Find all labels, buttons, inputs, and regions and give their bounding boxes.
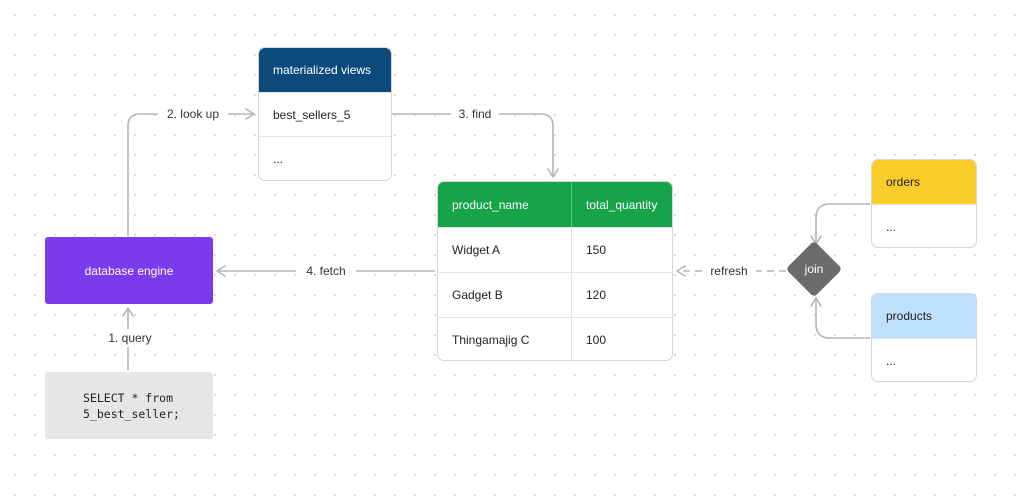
database-engine-node[interactable]: database engine xyxy=(45,237,213,304)
table-row: Thingamajig C 100 xyxy=(438,317,672,360)
orders-header: orders xyxy=(872,160,976,204)
edge-products-join xyxy=(810,297,870,339)
products-header: products xyxy=(872,294,976,338)
orders-title: orders xyxy=(886,175,921,189)
edge-label-query: 1. query xyxy=(108,331,151,345)
materialized-views-row: best_sellers_5 xyxy=(259,92,391,136)
table-cell-quantity: 100 xyxy=(586,333,607,347)
orders-card[interactable]: orders ... xyxy=(871,159,977,248)
products-title: products xyxy=(886,309,933,323)
edge-orders-join xyxy=(810,203,870,245)
edge-label-find: 3. find xyxy=(459,107,492,121)
result-table-header: product_name total_quantity xyxy=(438,182,672,227)
table-row: Widget A 150 xyxy=(438,227,672,272)
materialized-view-more: ... xyxy=(273,151,284,166)
edge-find xyxy=(392,113,559,178)
materialized-views-title: materialized views xyxy=(273,63,372,77)
table-cell-product: Gadget B xyxy=(438,273,572,317)
table-cell-product: Widget A xyxy=(438,228,572,272)
products-card[interactable]: products ... xyxy=(871,293,977,382)
products-row: ... xyxy=(872,338,976,381)
table-cell-quantity: 120 xyxy=(586,288,607,302)
materialized-views-header: materialized views xyxy=(259,48,391,92)
result-table-card[interactable]: product_name total_quantity Widget A 150… xyxy=(437,181,673,361)
edge-label-fetch: 4. fetch xyxy=(306,264,345,278)
materialized-view-name: best_sellers_5 xyxy=(273,107,351,122)
join-label: join xyxy=(804,262,824,276)
orders-more: ... xyxy=(886,219,897,234)
materialized-views-row: ... xyxy=(259,136,391,180)
products-more: ... xyxy=(886,353,897,368)
table-row: Gadget B 120 xyxy=(438,272,672,317)
edge-label-refresh: refresh xyxy=(710,264,747,278)
column-header-product-name: product_name xyxy=(438,182,572,227)
database-engine-label: database engine xyxy=(84,263,174,278)
table-cell-product: Thingamajig C xyxy=(438,318,572,360)
materialized-views-card[interactable]: materialized views best_sellers_5 ... xyxy=(258,47,392,181)
sql-query-box: SELECT * from 5_best_seller; xyxy=(45,372,213,439)
column-header-total-quantity: total_quantity xyxy=(586,197,658,212)
edge-look-up xyxy=(127,108,255,236)
table-cell-quantity: 150 xyxy=(586,243,607,257)
edge-label-look-up: 2. look up xyxy=(167,107,219,121)
orders-row: ... xyxy=(872,204,976,247)
